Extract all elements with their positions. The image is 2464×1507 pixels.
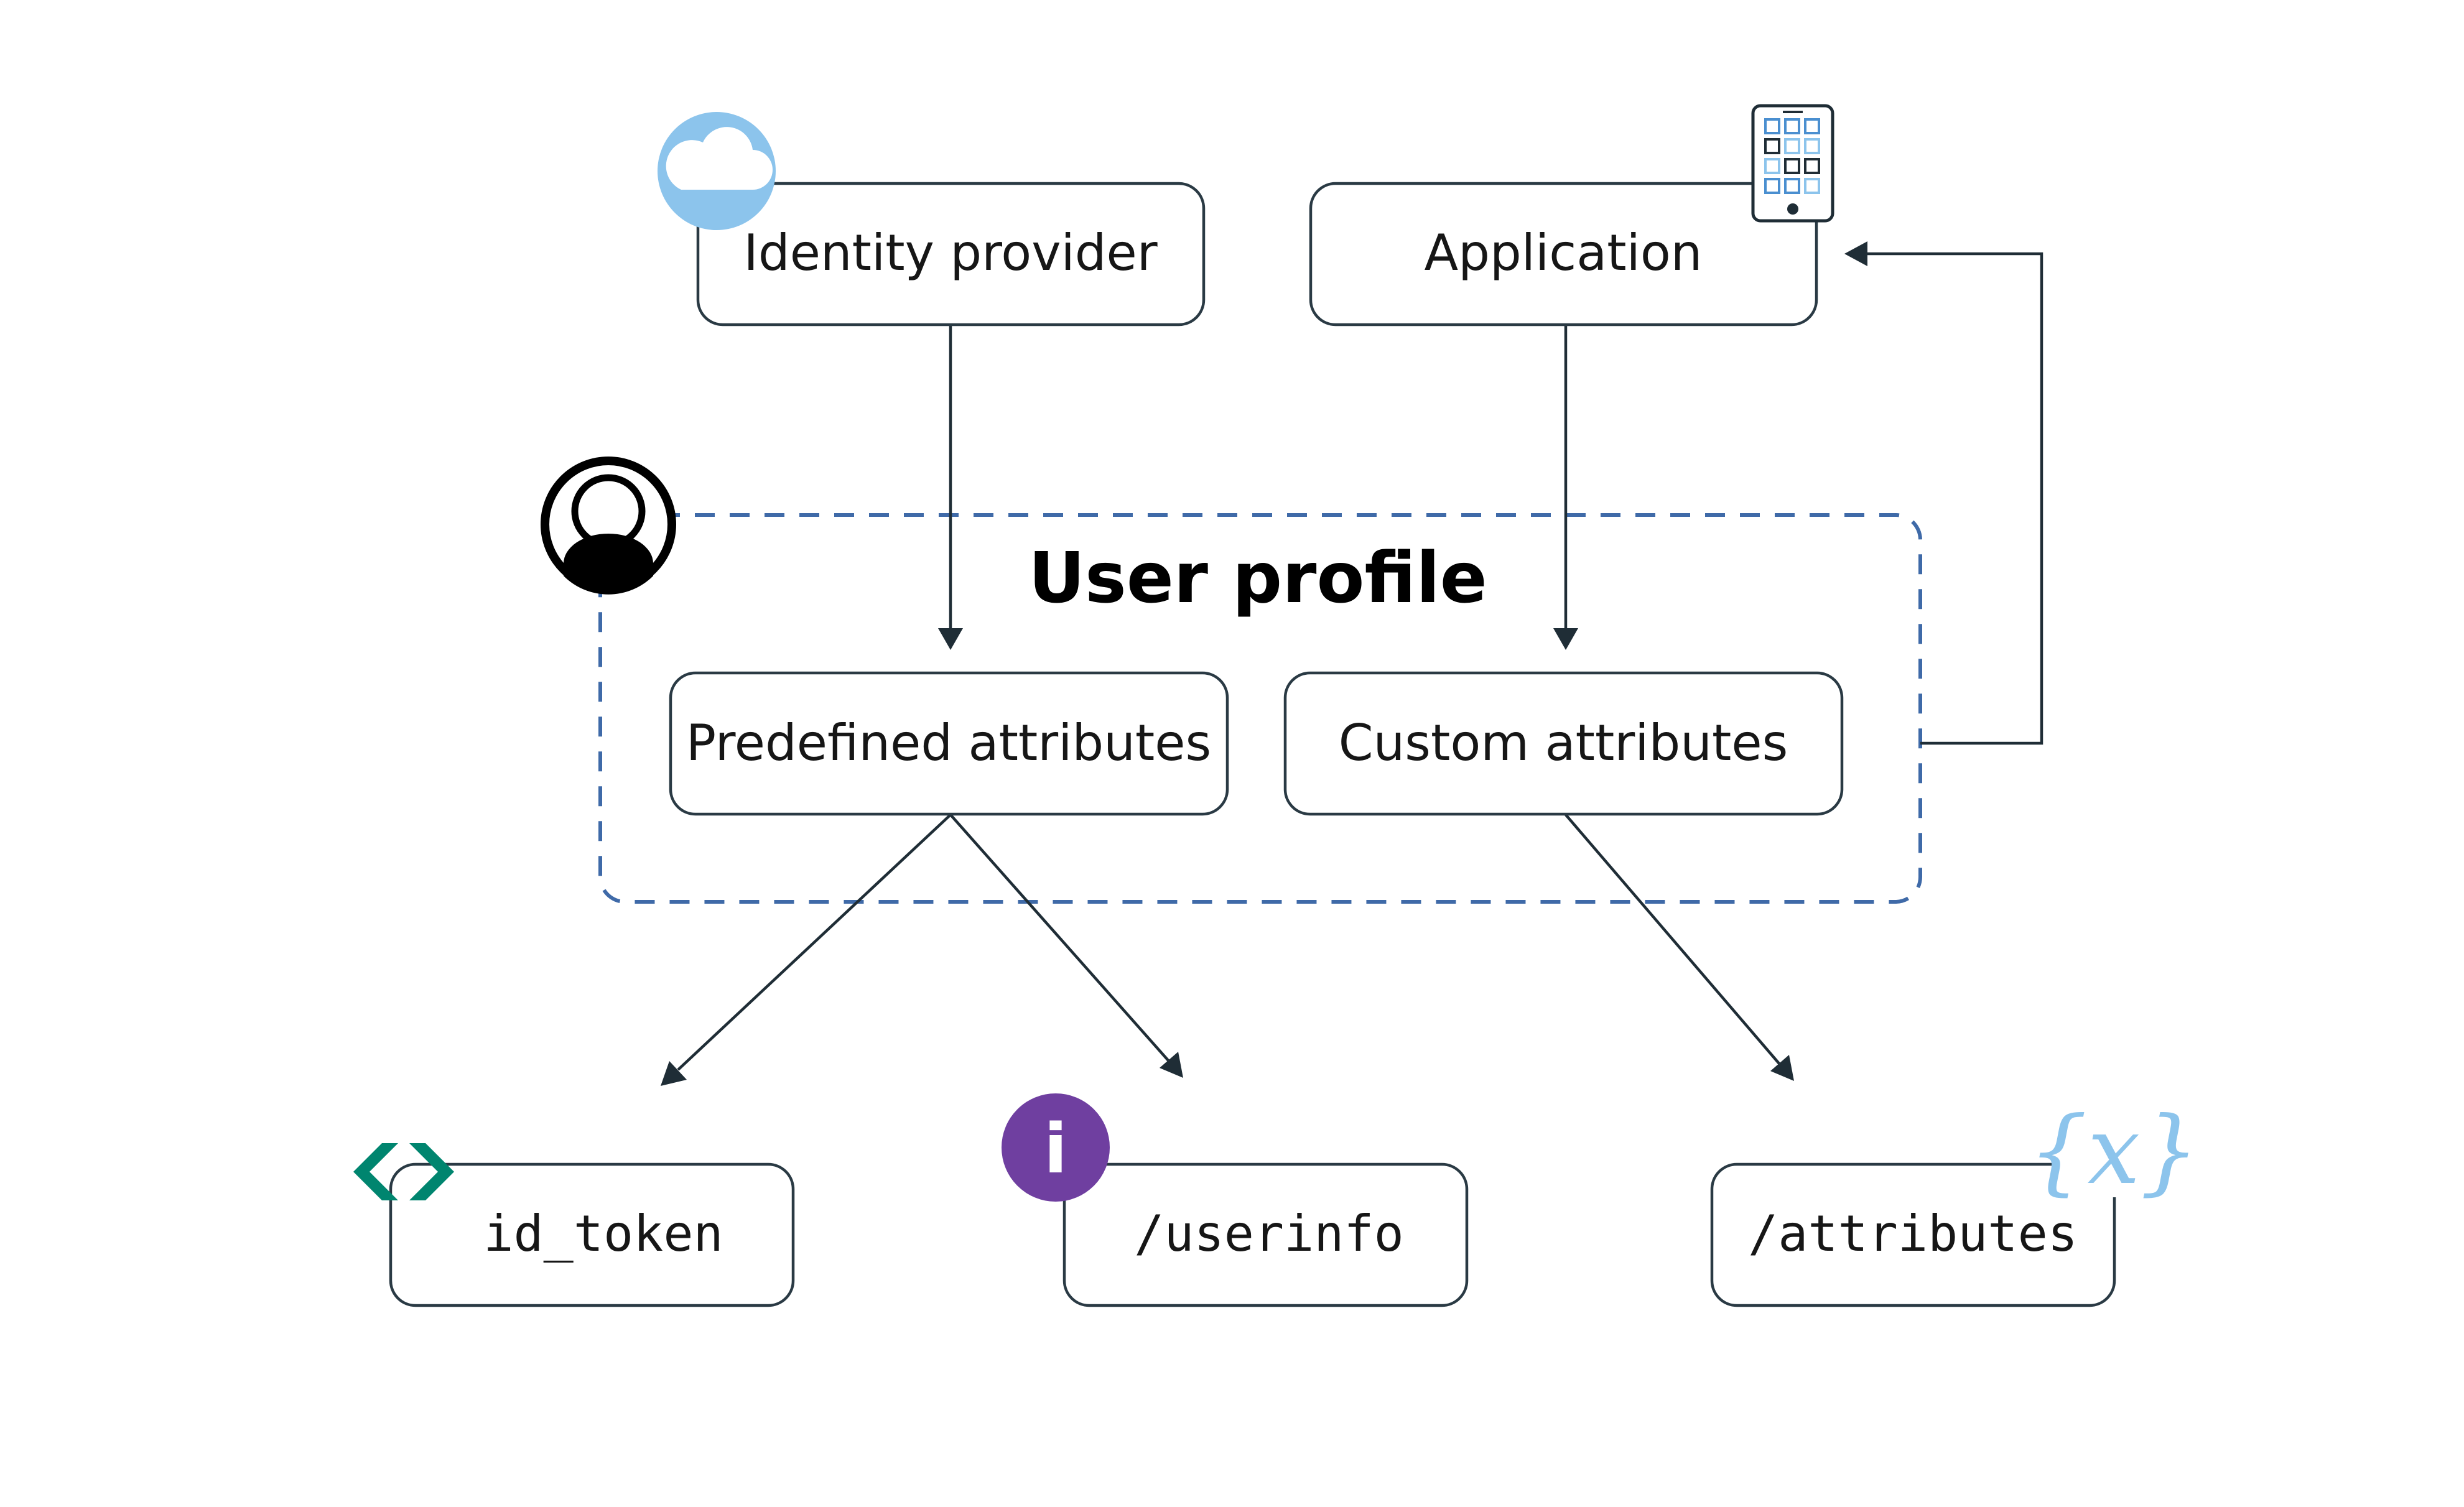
node-label: id_token — [483, 1205, 723, 1263]
node-label: Application — [1425, 224, 1703, 282]
node-custom-attributes[interactable]: Custom attributes — [1283, 671, 1844, 816]
node-application[interactable]: Application — [1309, 182, 1818, 327]
arrowhead-predefined — [938, 628, 963, 650]
edge-custom-to-attributes — [1564, 814, 1780, 1065]
node-label: Identity provider — [743, 224, 1157, 282]
variable-glyph: {x} — [2028, 1097, 2199, 1205]
edge-predefined-to-id-token — [677, 814, 952, 1071]
node-label: /attributes — [1748, 1205, 2078, 1263]
node-identity-provider[interactable]: Identity provider — [696, 182, 1206, 327]
node-userinfo[interactable]: /userinfo — [1062, 1162, 1469, 1307]
info-glyph: i — [1044, 1109, 1067, 1189]
node-label: Predefined attributes — [686, 714, 1211, 772]
variable-icon: {x} — [2028, 1097, 2199, 1205]
edge-predefined-to-userinfo — [949, 814, 1169, 1062]
arrowhead-id-token — [661, 1061, 687, 1086]
cloud-icon — [658, 112, 776, 230]
node-label: /userinfo — [1134, 1205, 1403, 1263]
arrowhead-attributes — [1770, 1055, 1794, 1081]
info-icon: i — [1002, 1093, 1110, 1202]
node-label: Custom attributes — [1339, 714, 1788, 772]
edge-group-to-application — [1867, 252, 2043, 745]
arrowhead-application — [1844, 241, 1867, 266]
node-id-token[interactable]: id_token — [389, 1162, 795, 1307]
arrowhead-custom — [1553, 628, 1578, 650]
code-icon — [353, 1143, 454, 1200]
node-predefined-attributes[interactable]: Predefined attributes — [669, 671, 1229, 816]
mobile-app-icon — [1751, 104, 1834, 223]
user-profile-group — [598, 513, 1922, 904]
arrowhead-userinfo — [1160, 1052, 1183, 1078]
user-profile-title: User profile — [1028, 538, 1487, 619]
node-attributes[interactable]: /attributes — [1710, 1162, 2116, 1307]
user-avatar-icon — [541, 457, 676, 595]
edges — [661, 241, 2043, 1086]
